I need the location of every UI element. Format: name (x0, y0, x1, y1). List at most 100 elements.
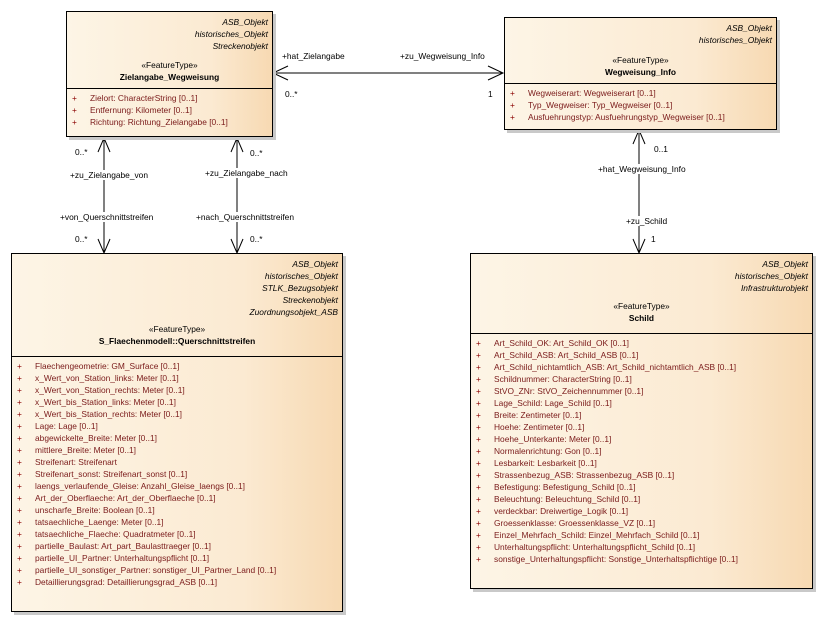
parent-class: ASB_Objekt (762, 259, 808, 269)
visibility-public-icon: + (476, 434, 481, 444)
attribute-row[interactable]: +Lage: Lage [0..1] (12, 420, 342, 432)
attribute-row[interactable]: +Einzel_Mehrfach_Schild: Einzel_Mehrfach… (471, 529, 812, 541)
attribute-row[interactable]: +laengs_verlaufende_Gleise: Anzahl_Gleis… (12, 480, 342, 492)
attribute-row[interactable]: +unscharfe_Breite: Boolean [0..1] (12, 504, 342, 516)
visibility-public-icon: + (17, 409, 22, 419)
attribute-row[interactable]: +Zielort: CharacterString [0..1] (67, 92, 272, 104)
attribute-row[interactable]: +Befestigung: Befestigung_Schild [0..1] (471, 481, 812, 493)
role-label: +zu_Wegweisung_Info (400, 51, 485, 61)
attribute-row[interactable]: +partielle_UI_sonstiger_Partner: sonstig… (12, 564, 342, 576)
visibility-public-icon: + (476, 458, 481, 468)
parent-class: historisches_Objekt (194, 29, 268, 39)
role-label: +zu_Zielangabe_von (70, 170, 148, 180)
parent-class: Streckenobjekt (212, 41, 268, 51)
attribute-row[interactable]: +Breite: Zentimeter [0..1] (471, 409, 812, 421)
parent-class: Streckenobjekt (282, 295, 338, 305)
visibility-public-icon: + (476, 506, 481, 516)
visibility-public-icon: + (476, 530, 481, 540)
attribute-row[interactable]: +Groessenklasse: Groessenklasse_VZ [0..1… (471, 517, 812, 529)
role-label: +hat_Wegweisung_Info (598, 164, 686, 174)
attribute-list: +Art_Schild_OK: Art_Schild_OK [0..1]+Art… (471, 334, 812, 565)
attribute-row[interactable]: +Flaechengeometrie: GM_Surface [0..1] (12, 360, 342, 372)
attribute-row[interactable]: +Art_Schild_ASB: Art_Schild_ASB [0..1] (471, 349, 812, 361)
class-name: Wegweisung_Info (604, 67, 677, 77)
visibility-public-icon: + (476, 410, 481, 420)
attribute-row[interactable]: +x_Wert_bis_Station_links: Meter [0..1] (12, 396, 342, 408)
attribute-row[interactable]: +partielle_UI_Partner: Unterhaltungspfli… (12, 552, 342, 564)
class-header: ASB_Objekt historisches_Objekt Streckeno… (67, 12, 272, 89)
visibility-public-icon: + (476, 494, 481, 504)
attribute-row[interactable]: +x_Wert_von_Station_rechts: Meter [0..1] (12, 384, 342, 396)
attribute-row[interactable]: +mittlere_Breite: Meter [0..1] (12, 444, 342, 456)
visibility-public-icon: + (510, 100, 515, 110)
attribute-list: +Zielort: CharacterString [0..1] +Entfer… (67, 89, 272, 128)
visibility-public-icon: + (476, 542, 481, 552)
attribute-row[interactable]: +Lesbarkeit: Lesbarkeit [0..1] (471, 457, 812, 469)
class-name: Schild (628, 313, 655, 323)
attribute-row[interactable]: +Hoehe: Zentimeter [0..1] (471, 421, 812, 433)
attribute-row[interactable]: +abgewickelte_Breite: Meter [0..1] (12, 432, 342, 444)
attribute-row[interactable]: +verdeckbar: Dreiwertige_Logik [0..1] (471, 505, 812, 517)
arrowhead-left (271, 65, 289, 81)
visibility-public-icon: + (476, 482, 481, 492)
arrowhead-up (97, 136, 111, 153)
visibility-public-icon: + (17, 445, 22, 455)
attribute-row[interactable]: +sonstige_Unterhaltungspflicht: Sonstige… (471, 553, 812, 565)
visibility-public-icon: + (476, 554, 481, 564)
attribute-row[interactable]: +Art_der_Oberflaeche: Art_der_Oberflaech… (12, 492, 342, 504)
visibility-public-icon: + (17, 433, 22, 443)
visibility-public-icon: + (17, 481, 22, 491)
attribute-row[interactable]: +Art_Schild_nichtamtlich_ASB: Art_Schild… (471, 361, 812, 373)
parent-class: historisches_Objekt (264, 271, 338, 281)
attribute-row[interactable]: +Detaillierungsgrad: Detaillierungsgrad_… (12, 576, 342, 588)
attribute-row[interactable]: +Entfernung: Kilometer [0..1] (67, 104, 272, 116)
attribute-row[interactable]: +Wegweiserart: Wegweiserart [0..1] (505, 87, 776, 99)
visibility-public-icon: + (72, 117, 77, 127)
visibility-public-icon: + (17, 505, 22, 515)
attribute-row[interactable]: +Art_Schild_OK: Art_Schild_OK [0..1] (471, 337, 812, 349)
visibility-public-icon: + (17, 457, 22, 467)
attribute-row[interactable]: +StVO_ZNr: StVO_Zeichennummer [0..1] (471, 385, 812, 397)
visibility-public-icon: + (17, 361, 22, 371)
attribute-row[interactable]: +partielle_Baulast: Art_part_Baulasttrae… (12, 540, 342, 552)
role-label: +zu_Schild (626, 216, 668, 226)
attribute-row[interactable]: +Ausfuehrungstyp: Ausfuehrungstyp_Wegwei… (505, 111, 776, 123)
parent-class: historisches_Objekt (734, 271, 808, 281)
class-querschnittstreifen[interactable]: ASB_Objekt historisches_Objekt STLK_Bezu… (11, 253, 343, 612)
attribute-row[interactable]: +Normalenrichtung: Gon [0..1] (471, 445, 812, 457)
attribute-row[interactable]: +x_Wert_von_Station_links: Meter [0..1] (12, 372, 342, 384)
visibility-public-icon: + (476, 338, 481, 348)
attribute-row[interactable]: +Strassenbezug_ASB: Strassenbezug_ASB [0… (471, 469, 812, 481)
visibility-public-icon: + (476, 518, 481, 528)
multiplicity-label: 0..1 (654, 144, 668, 154)
visibility-public-icon: + (476, 470, 481, 480)
attribute-row[interactable]: +Streifenart_sonst: Streifenart_sonst [0… (12, 468, 342, 480)
visibility-public-icon: + (17, 553, 22, 563)
parent-class: Zuordnungsobjekt_ASB (249, 307, 338, 317)
stereotype: «FeatureType» (141, 60, 198, 70)
visibility-public-icon: + (17, 397, 22, 407)
attribute-row[interactable]: +Richtung: Richtung_Zielangabe [0..1] (67, 116, 272, 128)
attribute-row[interactable]: +Lage_Schild: Lage_Schild [0..1] (471, 397, 812, 409)
class-schild[interactable]: ASB_Objekt historisches_Objekt Infrastru… (470, 253, 813, 589)
visibility-public-icon: + (72, 105, 77, 115)
attribute-row[interactable]: +tatsaechliche_Laenge: Meter [0..1] (12, 516, 342, 528)
role-label: +zu_Zielangabe_nach (205, 168, 288, 178)
class-wegweisung-info[interactable]: ASB_Objekt historisches_Objekt «FeatureT… (504, 17, 777, 130)
attribute-row[interactable]: +Hoehe_Unterkante: Meter [0..1] (471, 433, 812, 445)
class-header: ASB_Objekt historisches_Objekt STLK_Bezu… (12, 254, 342, 357)
attribute-row[interactable]: +Schildnummer: CharacterString [0..1] (471, 373, 812, 385)
parent-class: ASB_Objekt (292, 259, 338, 269)
attribute-row[interactable]: +Streifenart: Streifenart (12, 456, 342, 468)
attribute-row[interactable]: +Unterhaltungspflicht: Unterhaltungspfli… (471, 541, 812, 553)
attribute-row[interactable]: +tatsaechliche_Flaeche: Quadratmeter [0.… (12, 528, 342, 540)
attribute-row[interactable]: +Typ_Wegweiser: Typ_Wegweiser [0..1] (505, 99, 776, 111)
attribute-row[interactable]: +Beleuchtung: Beleuchtung_Schild [0..1] (471, 493, 812, 505)
attribute-row[interactable]: +x_Wert_bis_Station_rechts: Meter [0..1] (12, 408, 342, 420)
class-zielangabe-wegweisung[interactable]: ASB_Objekt historisches_Objekt Streckeno… (66, 11, 273, 137)
role-label: +hat_Zielangabe (282, 51, 345, 61)
arrowhead-up (230, 136, 244, 153)
multiplicity-label: 0..* (75, 147, 88, 157)
class-name: S_Flaechenmodell::Querschnittstreifen (98, 336, 256, 346)
class-header: ASB_Objekt historisches_Objekt «FeatureT… (505, 18, 776, 84)
